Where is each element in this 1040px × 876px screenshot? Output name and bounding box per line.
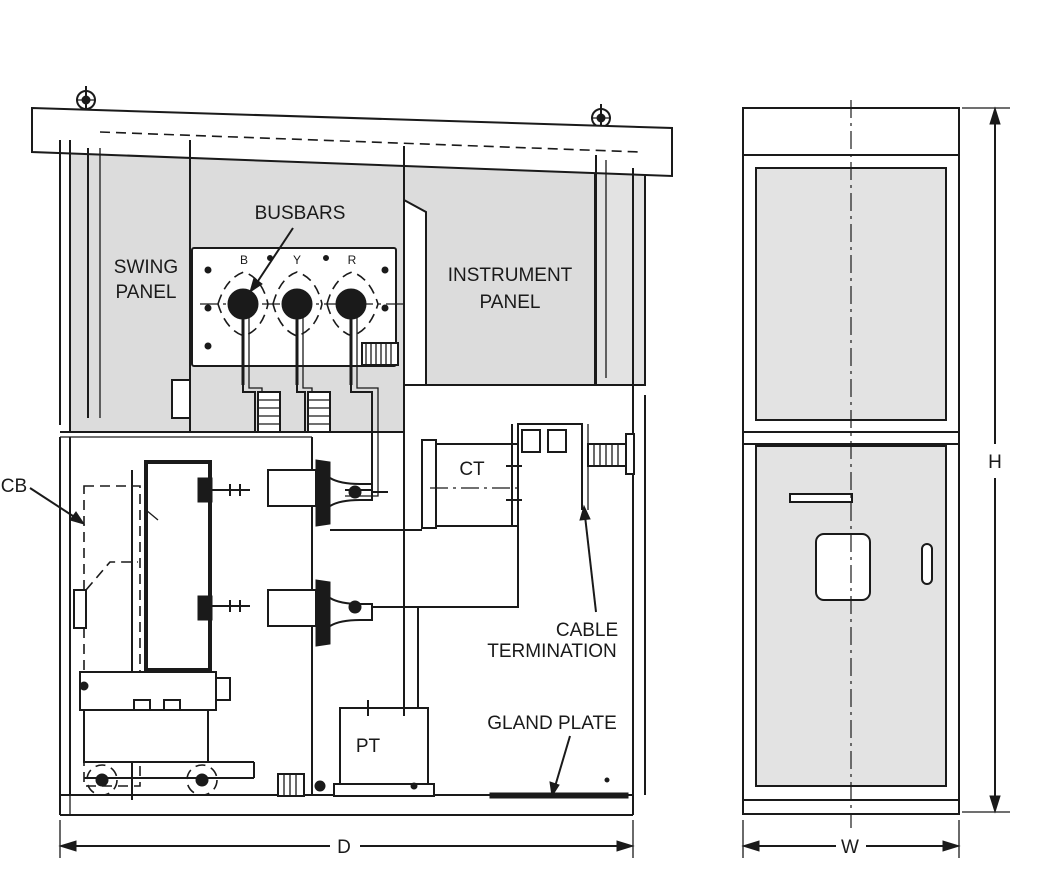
- gland-plate: [489, 792, 629, 799]
- width-label: W: [841, 837, 859, 858]
- instrument-panel-label-line1: INSTRUMENT: [448, 265, 573, 286]
- height-label: H: [988, 452, 1002, 473]
- circuit-breaker: [73, 460, 255, 800]
- viewing-window: [815, 533, 871, 601]
- potential-transformer: [333, 700, 435, 797]
- phase-b-label: B: [240, 253, 248, 267]
- busbar-r: [326, 271, 379, 385]
- side-view: [29, 86, 673, 858]
- height-dimension: [962, 106, 1010, 814]
- pt-label: PT: [356, 736, 381, 757]
- door-lock-slot: [921, 543, 933, 585]
- cable-termination-label-line1: CABLE: [556, 620, 618, 641]
- busbar-b: [217, 271, 269, 385]
- roof-beam: [31, 106, 673, 178]
- cb-label: CB: [1, 476, 27, 497]
- busbar-y: [272, 271, 323, 385]
- current-transformer: [421, 439, 522, 529]
- labels: BUSBARS B Y R SWING PANEL INSTRUMENT PAN…: [1, 203, 1002, 858]
- phase-r-label: R: [348, 253, 357, 267]
- swing-panel-compartment: [69, 139, 191, 433]
- swing-panel-handle: [171, 379, 191, 419]
- ct-label: CT: [459, 459, 485, 480]
- width-dimension: [741, 820, 961, 858]
- front-view: [741, 100, 1010, 858]
- busbar-riser-coil: [361, 342, 399, 366]
- handle-bar: [789, 493, 853, 503]
- spout-lower: [267, 579, 388, 647]
- gland-plate-label: GLAND PLATE: [487, 713, 617, 734]
- cable-termination-coil: [587, 433, 635, 475]
- swing-panel-label-line1: SWING: [114, 257, 178, 278]
- swing-panel-label-line2: PANEL: [116, 282, 177, 303]
- depth-dimension: [58, 820, 635, 858]
- spout-upper: [267, 459, 388, 527]
- cable-termination-label-line2: TERMINATION: [487, 641, 616, 662]
- busbars-label: BUSBARS: [255, 203, 346, 224]
- depth-label: D: [337, 837, 351, 858]
- leader-arrows: [29, 227, 597, 798]
- phase-y-label: Y: [293, 253, 301, 267]
- instrument-panel-label-line2: PANEL: [480, 292, 541, 313]
